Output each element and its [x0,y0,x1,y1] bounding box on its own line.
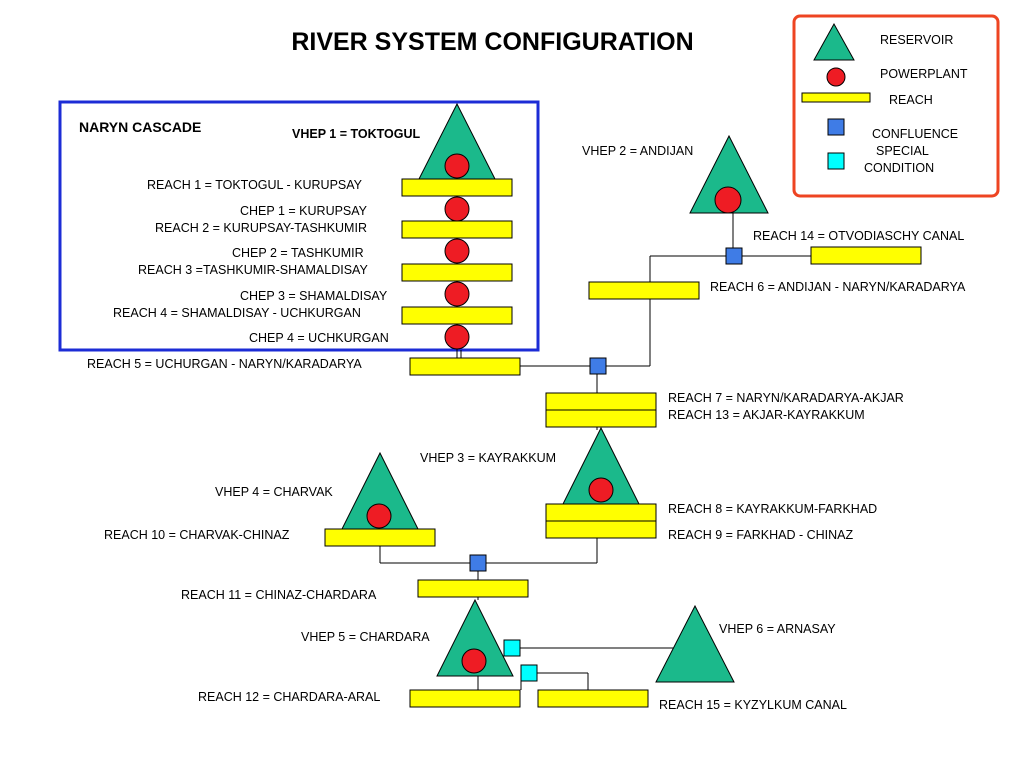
tashkumir-powerplant-icon [444,238,470,264]
reach-5-bar [409,357,521,376]
vhep3-label: VHEP 3 = KAYRAKKUM [420,451,557,465]
reach1-label: REACH 1 = TOKTOGUL - KURUPSAY [147,178,362,192]
reach2-label: REACH 2 = KURUPSAY-TASHKUMIR [155,221,367,235]
reach-1-bar [401,178,513,197]
legend-reservoir-icon [813,22,855,61]
uchkurgan-powerplant-icon [444,324,470,350]
reach-12-bar [409,689,521,708]
naryn-cascade-box [58,100,540,352]
reach3-label: REACH 3 =TASHKUMIR-SHAMALDISAY [138,263,368,277]
reach-14-bar [810,246,922,265]
connector-lines [379,180,811,690]
toktogul-powerplant-icon [444,153,470,179]
legend-confluence-label: CONFLUENCE [872,127,959,141]
reach12-label: REACH 12 = CHARDARA-ARAL [198,690,381,704]
diagram-title: RIVER SYSTEM CONFIGURATION [291,28,694,56]
legend-powerplant-icon [826,67,846,87]
reach-9-bar [545,520,657,539]
reach6-label: REACH 6 = ANDIJAN - NARYN/KARADARYA [710,280,966,294]
shamaldisay-powerplant-icon [444,281,470,307]
legend-box [792,14,1000,198]
vhep2-label: VHEP 2 = ANDIJAN [582,144,694,158]
reach-4-bar [401,306,513,325]
reach11-label: REACH 11 = CHINAZ-CHARDARA [181,588,377,602]
reach-11-bar [417,579,529,598]
reach10-label: REACH 10 = CHARVAK-CHINAZ [104,528,290,542]
legend-powerplant-label: POWERPLANT [880,67,968,81]
reach7-label: REACH 7 = NARYN/KARADARYA-AKJAR [668,391,904,405]
special-condition-arnasay [503,639,521,657]
chep1-label: CHEP 1 = KURUPSAY [240,204,368,218]
special-condition-kyzylkum [520,664,538,682]
vhep6-label: VHEP 6 = ARNASAY [719,622,836,636]
reach-2-bar [401,220,513,239]
reach-6-bar [588,281,700,300]
andijan-powerplant-icon [714,186,742,214]
charvak-powerplant-icon [366,503,392,529]
reach-7-bar [545,392,657,411]
confluence-naryn-karadarya [589,357,607,375]
chep3-label: CHEP 3 = SHAMALDISAY [240,289,388,303]
legend-reach-label: REACH [889,93,933,107]
reach14-label: REACH 14 = OTVODIASCHY CANAL [753,229,965,243]
vhep4-label: VHEP 4 = CHARVAK [215,485,333,499]
legend-special-condition-icon [827,152,845,170]
legend-reach-icon [801,92,871,103]
reach5-label: REACH 5 = UCHURGAN - NARYN/KARADARYA [87,357,362,371]
vhep1-label: VHEP 1 = TOKTOGUL [292,127,421,141]
chardara-powerplant-icon [461,648,487,674]
legend-special-label: SPECIAL [876,144,929,158]
reach13-label: REACH 13 = AKJAR-KAYRAKKUM [668,408,865,422]
legend-condition-label: CONDITION [864,161,935,175]
reach-8-bar [545,503,657,522]
chep4-label: CHEP 4 = UCHKURGAN [249,331,389,345]
chep2-label: CHEP 2 = TASHKUMIR [232,246,364,260]
naryn-cascade-title: NARYN CASCADE [79,119,202,135]
chardara-reservoir-icon [436,598,514,677]
legend-reservoir-label: RESERVOIR [880,33,954,47]
reach4-label: REACH 4 = SHAMALDISAY - UCHKURGAN [113,306,361,320]
confluence-andijan [725,247,743,265]
reach15-label: REACH 15 = KYZYLKUM CANAL [659,698,847,712]
reach8-label: REACH 8 = KAYRAKKUM-FARKHAD [668,502,878,516]
confluence-chinaz [469,554,487,572]
vhep5-label: VHEP 5 = CHARDARA [301,630,430,644]
kurupsay-powerplant-icon [444,196,470,222]
kayrakkum-powerplant-icon [588,477,614,503]
reach-15-bar [537,689,649,708]
reach9-label: REACH 9 = FARKHAD - CHINAZ [668,528,854,542]
legend-confluence-icon [827,118,845,136]
reach-3-bar [401,263,513,282]
arnasay-reservoir-icon [655,604,735,683]
reach-13-bar [545,409,657,428]
reach-10-bar [324,528,436,547]
